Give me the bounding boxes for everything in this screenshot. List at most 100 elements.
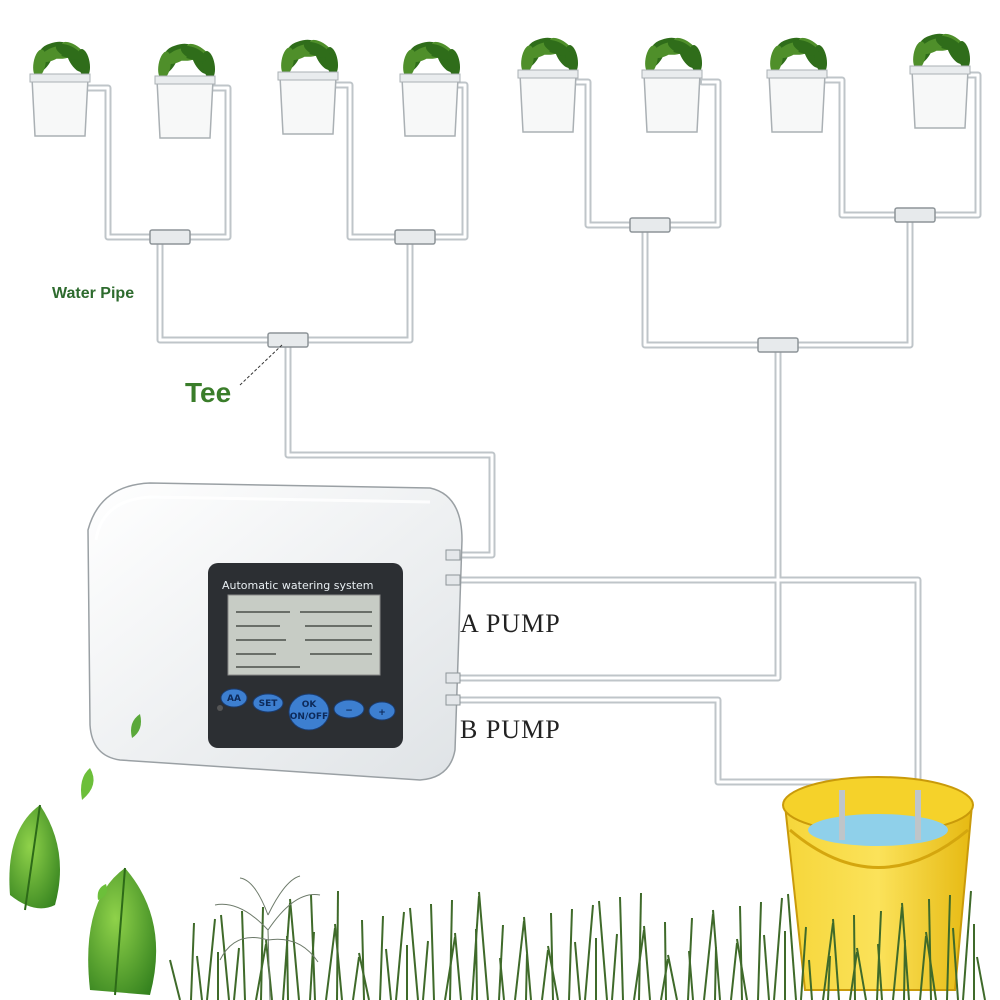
tee-connector — [267, 332, 309, 348]
pot-8 — [909, 33, 971, 129]
btn-minus-label: − — [345, 706, 353, 716]
bucket-water — [808, 814, 948, 846]
grass-blade — [220, 914, 230, 1000]
grass-blade — [773, 897, 783, 1000]
grass-blade — [946, 894, 951, 1000]
grass-blade — [611, 933, 618, 1000]
grass-blade — [289, 898, 300, 1000]
grass-blade — [325, 927, 336, 1000]
pot-7 — [766, 37, 828, 133]
btn-ok-onoff[interactable]: OK ON/OFF — [288, 693, 330, 731]
btn-ok-label: OK — [302, 700, 318, 710]
btn-plus[interactable]: + — [368, 701, 396, 721]
foreground-decor — [9, 768, 986, 1000]
grass-blade — [853, 914, 856, 1000]
outlet-port — [445, 672, 461, 684]
flower-pot — [31, 77, 89, 137]
plant-leaf — [792, 39, 819, 56]
grass-blade — [763, 934, 770, 1000]
pot-1 — [29, 41, 91, 137]
lcd-screen — [227, 594, 381, 676]
plant-leaf — [543, 39, 570, 56]
grass-blade — [736, 938, 748, 1000]
grass-blade — [190, 922, 195, 1000]
grass-blade — [822, 922, 834, 1000]
plant-leaf — [55, 43, 82, 60]
grass-blade — [598, 900, 608, 1000]
tee-connector — [629, 217, 671, 233]
grass-blade — [334, 923, 343, 1000]
flower-pot — [279, 75, 337, 135]
tee-connectors — [149, 207, 936, 353]
pot-rim — [29, 73, 91, 83]
pot-4 — [399, 41, 461, 137]
plant-leaf — [303, 41, 330, 58]
grass-blade — [499, 957, 505, 1000]
grass-blade — [395, 911, 405, 1000]
pot-rim — [641, 69, 703, 79]
grass-blade — [703, 913, 714, 1000]
grass-blade — [310, 894, 316, 1000]
grass-blade — [688, 950, 694, 1000]
outlet-port — [445, 574, 461, 586]
water-pipe-label: Water Pipe — [52, 285, 134, 302]
controller-unit: Automatic watering system AA SET — [87, 482, 463, 781]
tee-connector — [394, 229, 436, 245]
btn-aa[interactable]: AA — [220, 688, 248, 708]
grass-blade — [757, 901, 762, 1000]
grass-blade — [976, 956, 986, 1000]
pot-rim — [399, 73, 461, 83]
grass-blade — [667, 954, 678, 1000]
grass-blade — [712, 909, 721, 1000]
grass-blade — [352, 956, 360, 1000]
grass-blade — [739, 905, 743, 1000]
small-leaf-icon — [97, 884, 107, 900]
grass-blade — [584, 904, 594, 1000]
grass-blade — [638, 892, 642, 1000]
grass-blade — [619, 896, 624, 1000]
btn-onoff-label: ON/OFF — [290, 712, 328, 722]
pot-5 — [517, 37, 579, 133]
outlet-port — [445, 694, 461, 706]
plant-leaf — [180, 45, 207, 62]
grass-blade — [449, 899, 453, 1000]
a-pump-label: A PUMP — [460, 609, 561, 638]
btn-set[interactable]: SET — [252, 693, 284, 713]
grass-blade — [730, 942, 738, 1000]
plant-row — [29, 33, 971, 139]
tee-connector — [894, 207, 936, 223]
tee-pointer-line — [239, 344, 283, 386]
grass-blade — [856, 947, 867, 1000]
grass-blade — [660, 958, 669, 1000]
flower-pot — [519, 73, 577, 133]
btn-minus[interactable]: − — [333, 699, 365, 719]
pot-rim — [766, 69, 828, 79]
flower-pot — [911, 69, 969, 129]
grass-blade — [892, 906, 903, 1000]
grass-blade — [550, 912, 554, 1000]
outlet-ports — [445, 549, 461, 706]
grass-blade — [478, 891, 489, 1000]
flower-pot — [401, 77, 459, 137]
leaf-logo-icon — [131, 714, 141, 738]
pipe-segment — [156, 233, 414, 344]
grass-blade — [454, 932, 462, 1000]
flower-pot — [643, 73, 701, 133]
pipe-segment — [641, 211, 914, 349]
grass-blade — [523, 916, 532, 1000]
grass-blade — [643, 925, 651, 1000]
grass-blade — [849, 951, 858, 1000]
grass-blade — [361, 919, 365, 1000]
plant-leaf — [935, 35, 962, 52]
grass-blade — [196, 955, 203, 1000]
grass-blade — [286, 935, 289, 1000]
grass-blade — [379, 915, 384, 1000]
grass-blade — [568, 908, 573, 1000]
pot-3 — [277, 39, 339, 135]
pot-rim — [909, 65, 971, 75]
grass-blade — [962, 890, 972, 1000]
grass-blade — [169, 959, 181, 1000]
bucket-handle — [789, 828, 969, 869]
grass-blade — [827, 955, 831, 1000]
